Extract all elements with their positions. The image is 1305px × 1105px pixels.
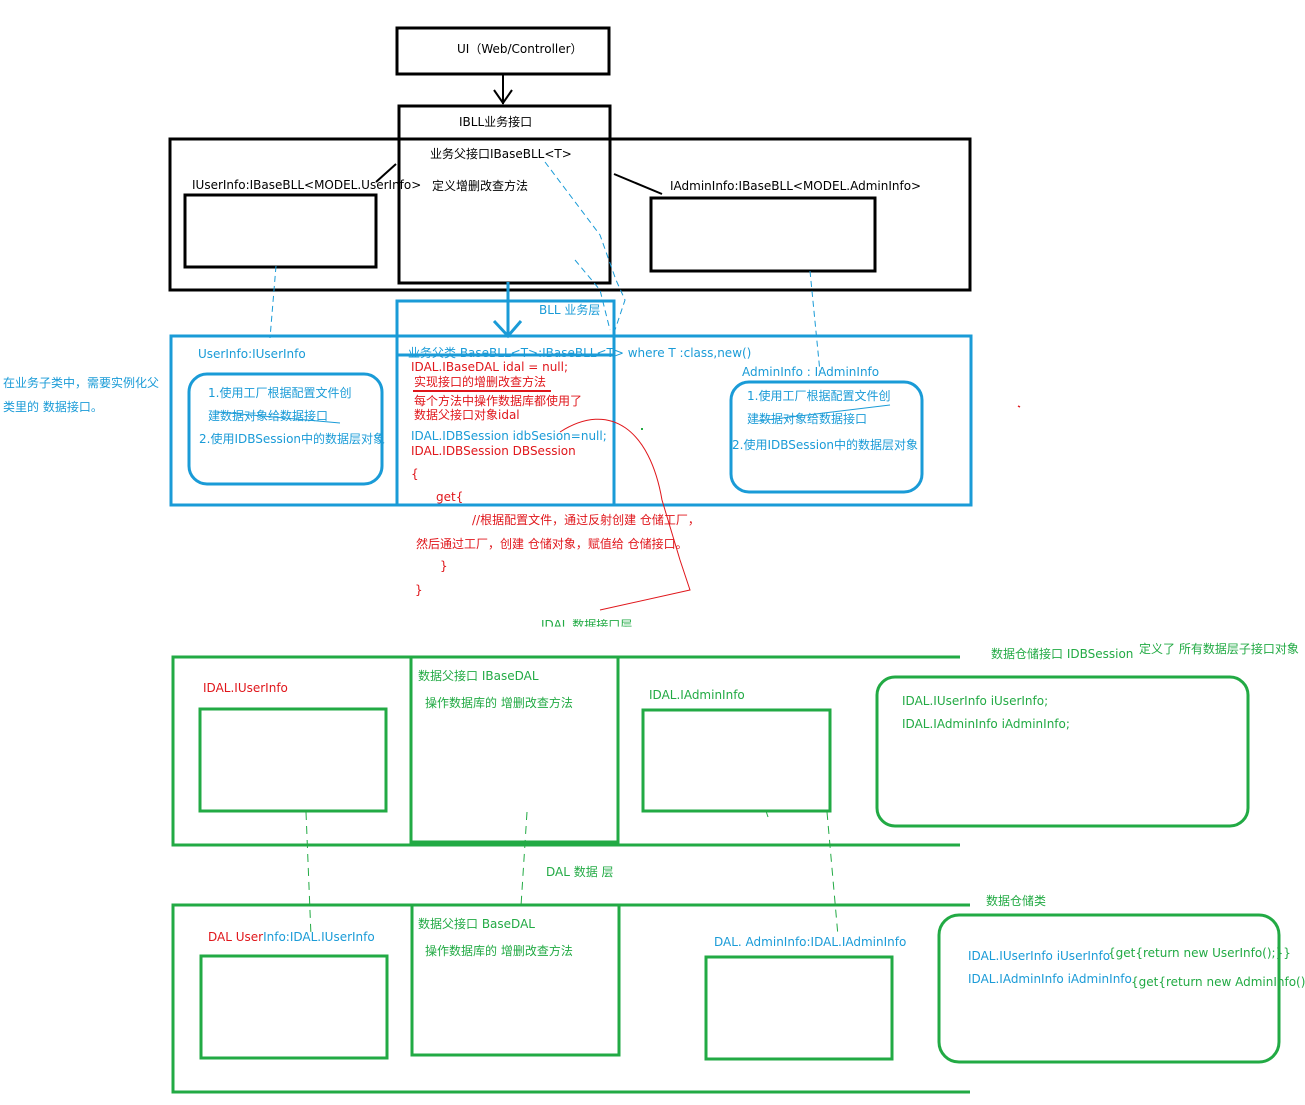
dal-parent-desc: 操作数据库的 增删改查方法 [425,944,573,958]
dal-admin-dash [826,811,839,937]
idal-user-label: IDAL.IUserInfo [203,681,288,695]
idal-outer-box [171,655,960,847]
bll-admin-item1-line1: 1.使用工厂根据配置文件创 [747,389,891,403]
red-reference-curve [559,418,691,611]
bll-user-item1-line2: 建数据对象给数据接口 [208,409,329,423]
idal-user-box [198,707,388,813]
dal-session-title: 数据仓储类 [986,894,1047,908]
bll-admin-class: AdminInfo : IAdminInfo [742,365,880,379]
user-impl-dash [269,265,277,339]
idal-session-note: 定义了 所有数据层子接口对象 [1139,642,1299,656]
dal-session-box [937,913,1281,1064]
ibll-parent-interface: 业务父接口IBaseBLL<T> [430,147,572,161]
dal-user-box [199,954,389,1060]
idal-admin-label: IDAL.IAdminInfo [649,688,745,702]
code-line-open-brace: { [411,467,419,481]
code-line-close-get: } [440,559,448,573]
ibll-parent-desc: 定义增删改查方法 [432,179,529,193]
code-line-comment3: //根据配置文件，通过反射创建 仓储工厂， [472,513,700,527]
idal-admin-tick [765,810,769,818]
admin-impl-dash [809,270,821,373]
bll-side-note-line2: 类里的 数据接口。 [3,400,103,414]
bll-side-note-line1: 在业务子类中，需要实例化父 [3,376,160,390]
dal-admin-label: DAL. AdminInfo:IDAL.IAdminInfo [714,935,907,949]
ibll-outer-box [168,137,972,292]
bll-base-class: 业务父类 BaseBLL<T>:IBaseBLL<T> where T :cla… [408,346,752,360]
idal-parent-label: 数据父接口 IBaseDAL [418,669,539,683]
idal-session-box [875,675,1250,828]
code-line-comment2: 数据父接口对象idal [414,408,520,422]
dal-session-line1a: IDAL.IUserInfo iUserInfo [968,949,1111,963]
idal-admin-box [641,708,832,813]
ui-layer-title: UI（Web/Controller） [457,42,583,56]
dal-layer-label: DAL 数据 层 [546,865,614,879]
dal-parent-label: 数据父接口 BaseDAL [418,917,535,931]
bll-user-item2: 2.使用IDBSession中的数据层对象 [199,432,386,446]
dal-session-line2a: IDAL.IAdminInfo iAdminInfo [968,972,1132,986]
code-line-idbsession-field: IDAL.IDBSession idbSesion=null; [411,429,607,443]
red-dot [1017,405,1021,408]
base-impl-dash-2 [574,259,611,331]
ibll-parent-box [397,104,612,285]
ibll-user-box [183,193,378,269]
code-line-close-brace: } [415,583,423,597]
code-line-idbsession-prop: IDAL.IDBSession DBSession [411,444,576,458]
bll-user-item1-line1: 1.使用工厂根据配置文件创 [208,386,352,400]
idal-parent-desc: 操作数据库的 增删改查方法 [425,696,573,710]
code-line-get: get{ [436,490,464,504]
bll-admin-sub-box [729,380,924,494]
ui-to-ibll-arrowhead [493,89,513,105]
strike-line-admin [757,404,891,422]
bll-user-sub-box [187,372,384,486]
ibll-to-bll-arrowhead [492,319,523,339]
idal-session-line2: IDAL.IAdminInfo iAdminInfo; [902,717,1070,731]
dal-session-line2b: {get{return new AdminInfo();}} [1131,975,1305,989]
code-line-comment4: 然后通过工厂，创建 仓储对象，赋值给 仓储接口。 [416,537,688,551]
dal-user-label: DAL UserInfo:IDAL.IUserInfo [208,930,375,945]
idal-parent-box [409,655,620,844]
base-impl-dash [544,161,626,331]
code-line-comment1: 每个方法中操作数据库都使用了 [414,394,583,408]
bll-layer-label: BLL 业务层 [539,303,601,317]
code-line-idal: IDAL.IBaseDAL idal = null; [411,360,569,374]
ibll-admin-interface: IAdminInfo:IBaseBLL<MODEL.AdminInfo> [670,179,922,193]
dal-parent-box [410,903,621,1057]
bll-outer-box [169,334,973,507]
idal-session-title: 数据仓储接口 IDBSession [991,647,1134,661]
strike-line-user [217,411,341,424]
bll-base-box [395,299,616,357]
dal-user-label-suffix: Info:IDAL.IUserInfo [263,930,375,944]
code-line-impl: 实现接口的增删改查方法 [414,375,547,389]
ibll-admin-link [613,173,663,195]
dal-user-dash [305,811,312,937]
ibll-admin-box [649,196,877,273]
idal-layer-label: IDAL 数据接口层 [541,618,633,632]
bll-user-class: UserInfo:IUserInfo [198,347,306,361]
dal-session-line1b: {get{return new UserInfo();}} [1108,946,1291,960]
bll-admin-item1-line2: 建数据对象给数据接口 [747,412,868,426]
ibll-title: IBLL业务接口 [459,115,533,129]
dal-admin-box [704,955,894,1061]
dal-parent-dash [520,811,528,907]
dal-user-label-prefix: DAL User [208,930,264,944]
bll-admin-item2: 2.使用IDBSession中的数据层对象 [732,438,919,452]
ibll-user-link [375,163,397,183]
ibll-user-interface: IUserInfo:IBaseBLL<MODEL.UserInfo> [192,178,422,192]
idal-session-line1: IDAL.IUserInfo iUserInfo; [902,694,1049,708]
